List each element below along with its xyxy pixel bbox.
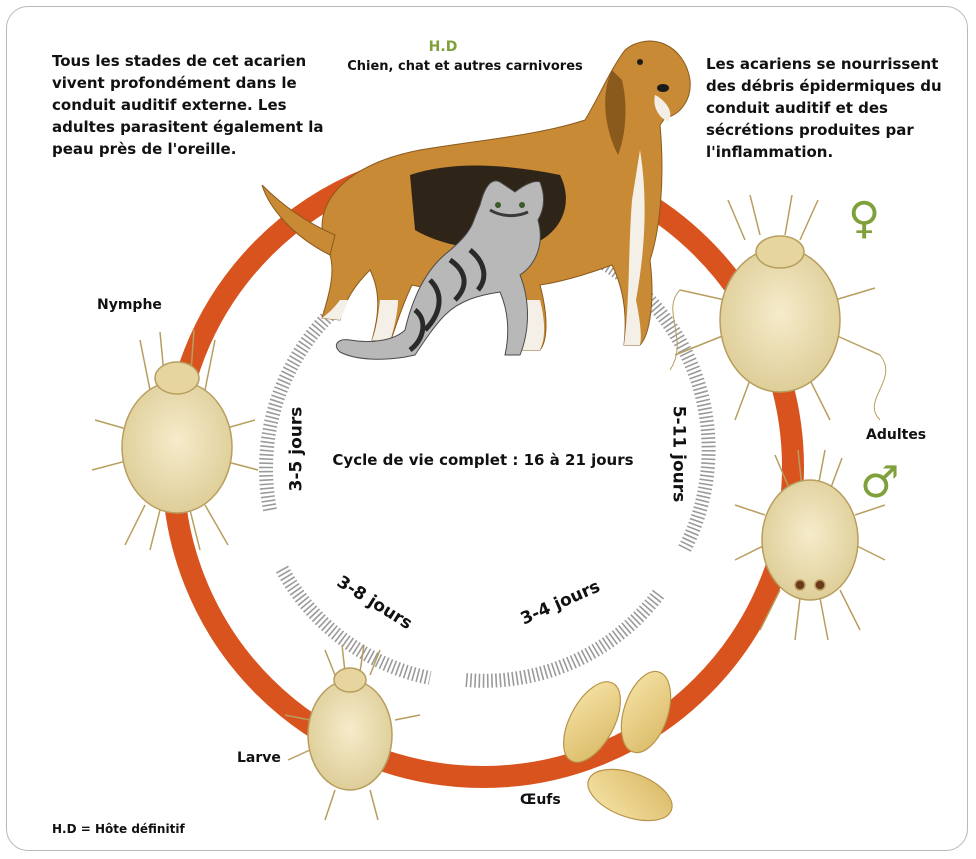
- stage-label-eggs: Œufs: [520, 792, 561, 808]
- legend-note: H.D = Hôte définitif: [52, 822, 185, 836]
- duration-nymph-to-adult: 3-5 jours: [286, 407, 306, 492]
- egg: [581, 759, 679, 830]
- female-symbol-icon: ♀: [848, 197, 880, 241]
- stage-label-nymph: Nymphe: [97, 297, 162, 313]
- host-title: H.D: [413, 36, 473, 58]
- duration-adult: 5-11 jours: [668, 406, 688, 503]
- feeding-description: Les acariens se nourrissent des débris é…: [706, 53, 951, 163]
- habitat-description: Tous les stades de cet acarien vivent pr…: [52, 50, 327, 160]
- host-subtitle: Chien, chat et autres carnivores: [335, 56, 595, 78]
- male-symbol-icon: ♂: [860, 461, 899, 505]
- cycle-duration-center: Cycle de vie complet : 16 à 21 jours: [328, 451, 638, 469]
- stage-label-larva: Larve: [237, 750, 281, 766]
- stage-label-adults: Adultes: [866, 427, 926, 443]
